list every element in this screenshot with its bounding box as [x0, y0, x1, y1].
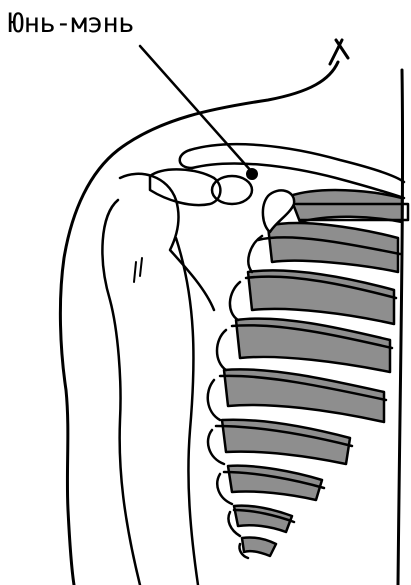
clavicle-end [180, 150, 192, 168]
rib-cage [208, 190, 408, 558]
rib-3 [248, 270, 394, 324]
clavicle [190, 144, 404, 198]
humerus-outline [102, 200, 140, 585]
scapula-outline [120, 174, 214, 310]
arm-inner-outline [176, 238, 198, 585]
acupoint-dot [246, 168, 258, 180]
pointer-line [140, 46, 252, 172]
rib-1 [290, 190, 402, 222]
rib-2 [268, 223, 398, 272]
neck-line [330, 40, 348, 64]
acromion [150, 169, 220, 205]
rib-9 [242, 537, 276, 556]
acupoint-label: Юнь-мэнь [8, 6, 134, 42]
torso-right-edge [398, 70, 403, 585]
arm-mark [134, 258, 142, 282]
